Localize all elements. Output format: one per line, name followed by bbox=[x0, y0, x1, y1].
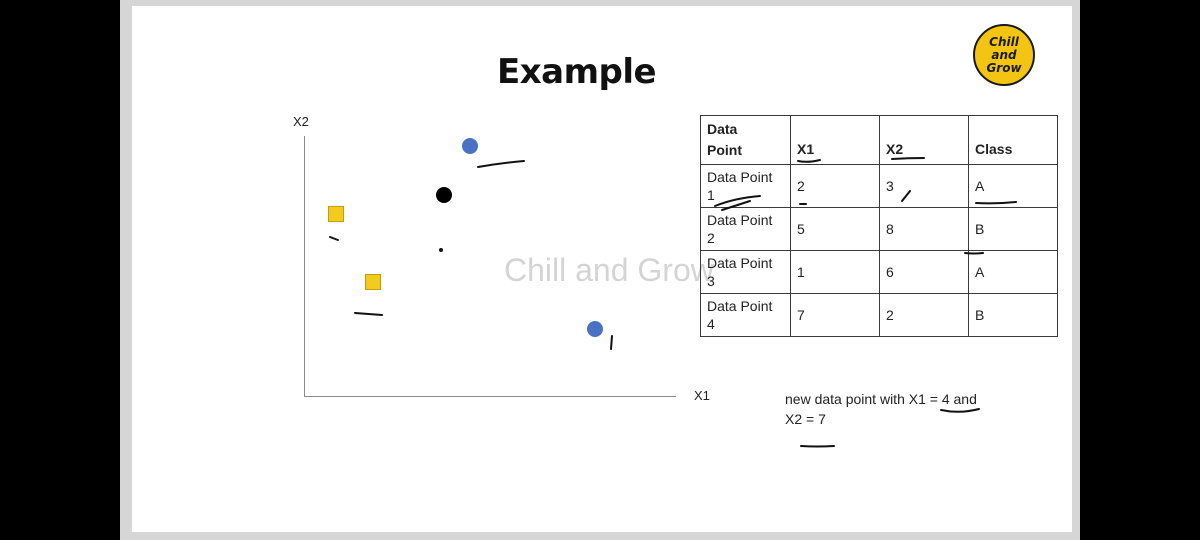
cell-x1: 7 bbox=[790, 293, 880, 337]
pen-stroke bbox=[329, 236, 339, 241]
cell-x2: 3 bbox=[879, 164, 969, 208]
pen-stroke bbox=[714, 195, 761, 207]
pen-stroke bbox=[891, 157, 925, 160]
pen-stroke bbox=[610, 335, 613, 350]
logo-text-line2: and bbox=[991, 47, 1017, 62]
cell-point: Data Point 1 bbox=[700, 164, 791, 208]
table-row: Data Point 4 7 2 B bbox=[700, 293, 1058, 337]
class-a-point bbox=[365, 274, 381, 290]
x-axis-label: X1 bbox=[694, 388, 710, 403]
pen-stroke bbox=[901, 190, 911, 202]
cell-class: B bbox=[968, 293, 1058, 337]
class-b-point bbox=[462, 138, 478, 154]
table-row: Data Point 2 5 8 B bbox=[700, 207, 1058, 251]
pen-stroke bbox=[477, 160, 525, 168]
y-axis-line bbox=[304, 136, 305, 397]
pen-stroke bbox=[797, 159, 821, 163]
cell-x1: 1 bbox=[790, 250, 880, 294]
logo-text-line3: Grow bbox=[986, 60, 1022, 75]
pen-stroke bbox=[354, 312, 383, 316]
cell-class: A bbox=[968, 250, 1058, 294]
cell-point: Data Point 2 bbox=[700, 207, 791, 251]
y-axis-label: X2 bbox=[293, 114, 309, 129]
pen-stroke bbox=[975, 201, 1017, 205]
data-table: Data Point X1 X2 Class Data Point 1 2 3 … bbox=[700, 115, 1058, 337]
header-class: Class bbox=[968, 115, 1058, 165]
class-b-point bbox=[587, 321, 603, 337]
new-point-note: new data point with X1 = 4 and X2 = 7 bbox=[785, 389, 1025, 429]
class-a-point bbox=[328, 206, 344, 222]
table-row: Data Point 1 2 3 A bbox=[700, 164, 1058, 208]
header-data-point: Data Point bbox=[700, 115, 791, 165]
pen-stroke bbox=[800, 445, 835, 448]
cell-point: Data Point 3 bbox=[700, 250, 791, 294]
note-line-2: X2 = 7 bbox=[785, 411, 826, 427]
x-axis-line bbox=[304, 396, 676, 397]
pen-stroke bbox=[940, 408, 980, 413]
watermark: Chill and Grow bbox=[504, 252, 714, 288]
new-data-point bbox=[436, 187, 452, 203]
channel-logo: Chill and Grow bbox=[973, 24, 1035, 86]
logo-text-line1: Chill bbox=[989, 34, 1019, 49]
pen-stroke bbox=[721, 200, 751, 211]
cell-x1: 5 bbox=[790, 207, 880, 251]
cell-x2: 2 bbox=[879, 293, 969, 337]
cell-point: Data Point 4 bbox=[700, 293, 791, 337]
cell-class: A bbox=[968, 164, 1058, 208]
slide-title: Example bbox=[497, 52, 657, 92]
pen-dot bbox=[439, 248, 443, 252]
cell-x1: 2 bbox=[790, 164, 880, 208]
note-line-1: new data point with X1 = 4 and bbox=[785, 391, 977, 407]
pen-stroke bbox=[964, 252, 984, 255]
